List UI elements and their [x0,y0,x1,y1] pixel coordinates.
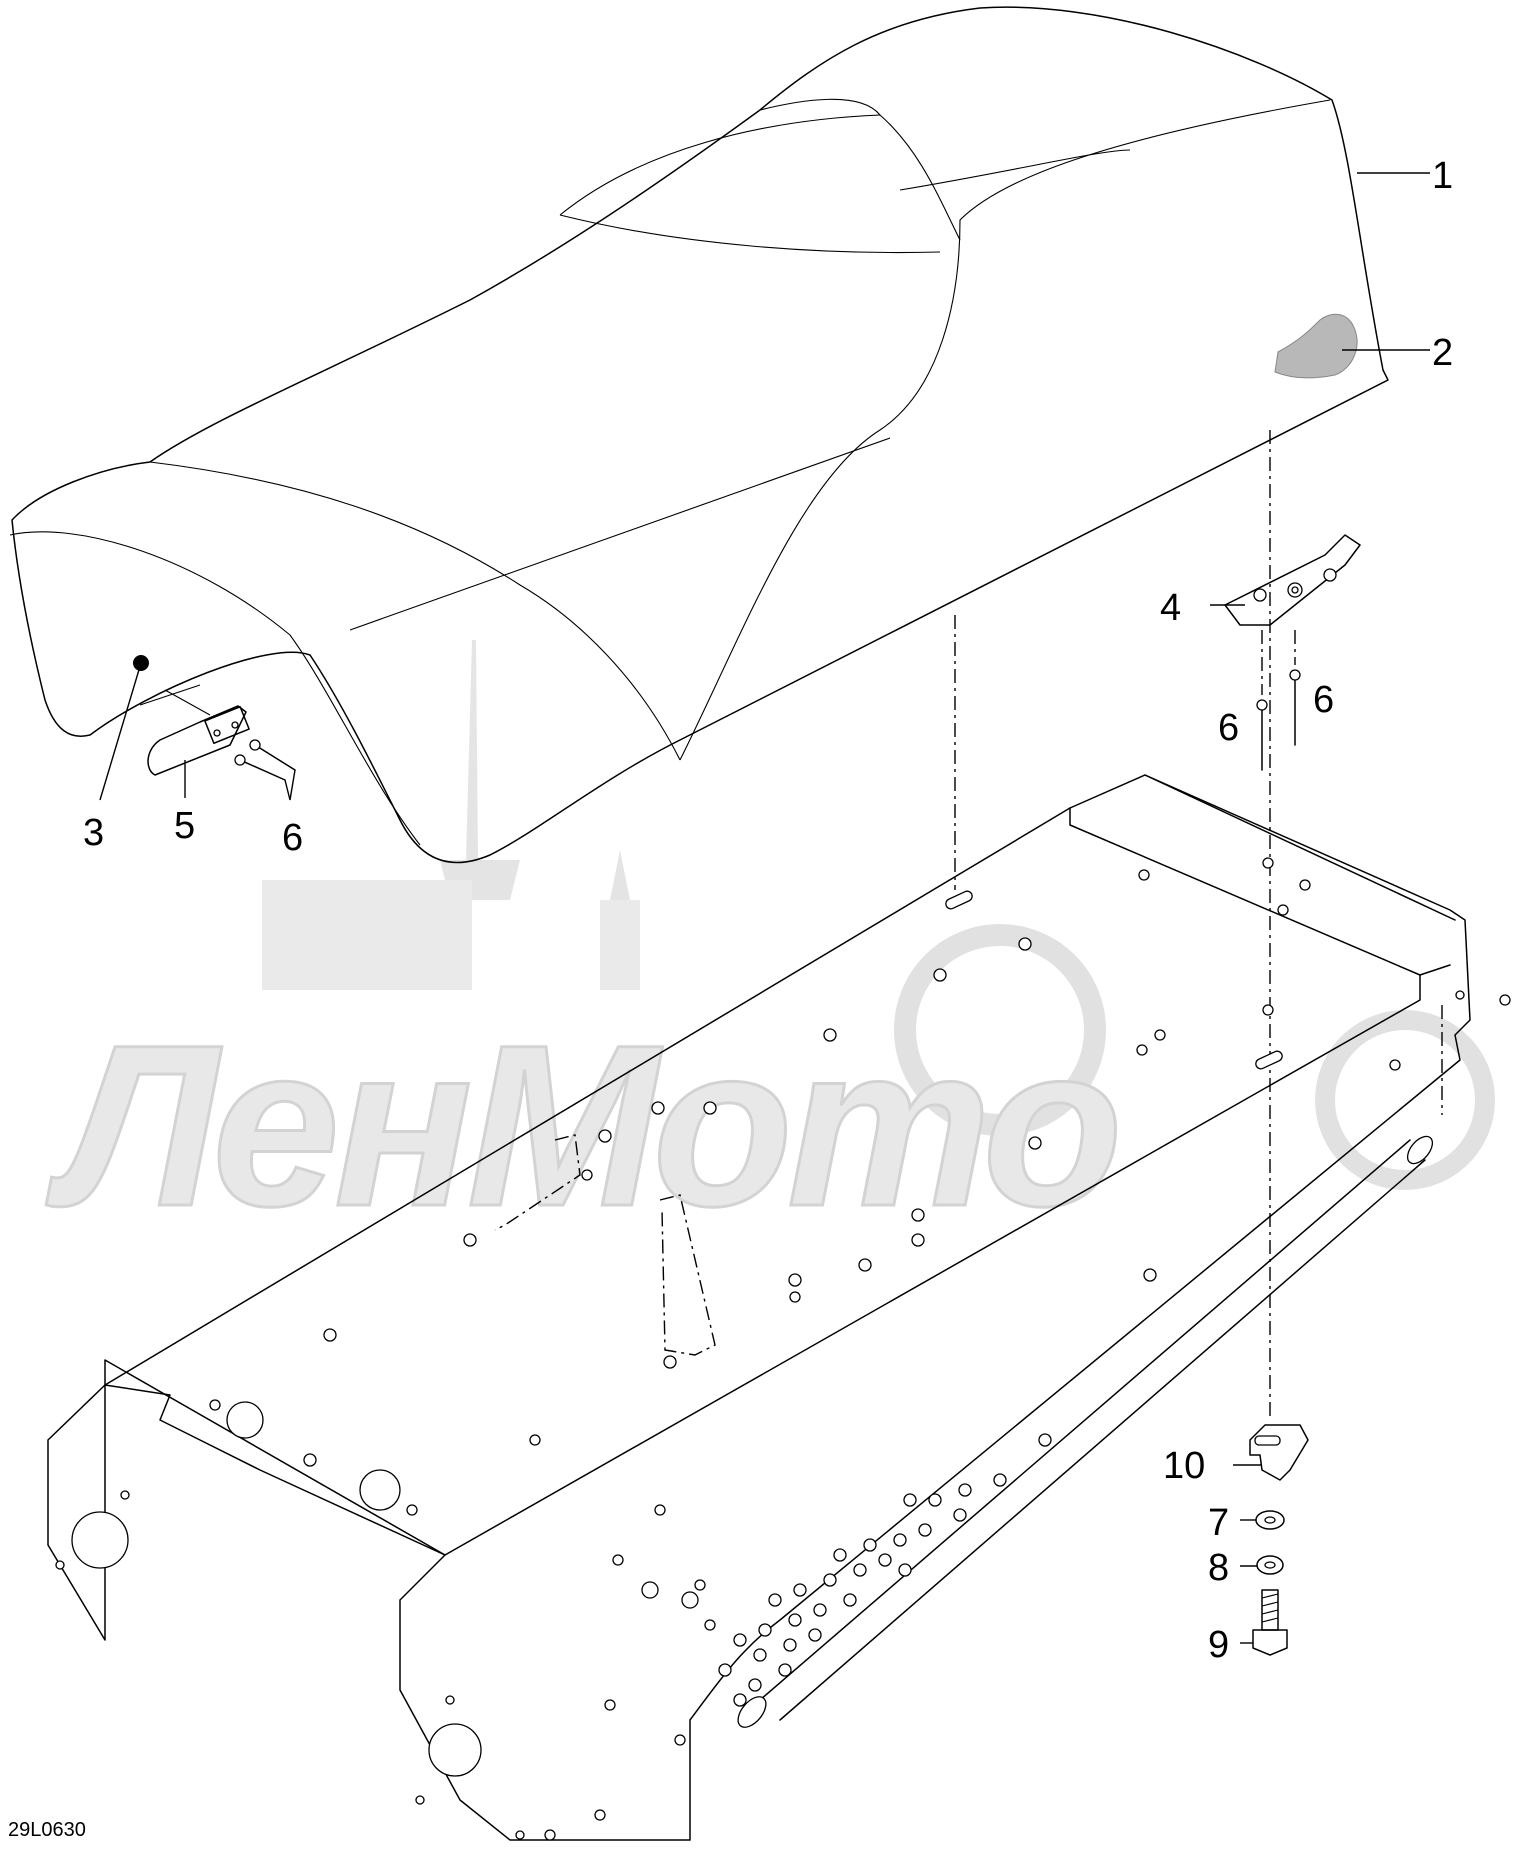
watermark-text: ЛенМото [46,997,1117,1254]
callout-2: 2 [1432,332,1453,374]
alignment-lines [954,430,1271,1420]
seat [9,6,1389,864]
callouts: 1 2 3 4 5 6 6 6 7 8 9 10 [83,155,1453,1666]
frame-holes [55,857,1511,1821]
callout-6-hook: 6 [282,817,303,859]
callout-6-bracket-left: 6 [1218,707,1239,749]
leader-lines [99,172,1430,1644]
screws-bracket [1256,630,1301,771]
washer-7 [1255,1510,1285,1530]
bottom-bracket [1249,1424,1309,1481]
seat-base-frame [47,774,1511,1841]
watermark-logo: ЛенМото [45,640,1495,1256]
foam-patch [1274,313,1358,379]
callout-5: 5 [174,805,195,847]
rear-bracket [1224,534,1361,626]
callout-1: 1 [1432,155,1453,197]
side-perforations [515,1473,1007,1841]
lock-washer-8 [1256,1555,1284,1575]
callout-6-bracket-right: 6 [1313,679,1334,721]
bolt-9 [1252,1589,1288,1656]
callout-3: 3 [83,812,104,854]
figure-code: 29L0630 [8,1819,86,1841]
callout-4: 4 [1160,587,1181,629]
callout-7: 7 [1208,1502,1229,1544]
callout-9: 9 [1208,1624,1229,1666]
seat-hook [139,684,250,776]
callout-10: 10 [1163,1445,1205,1487]
callout-8: 8 [1208,1547,1229,1589]
screws-hook [234,739,296,781]
